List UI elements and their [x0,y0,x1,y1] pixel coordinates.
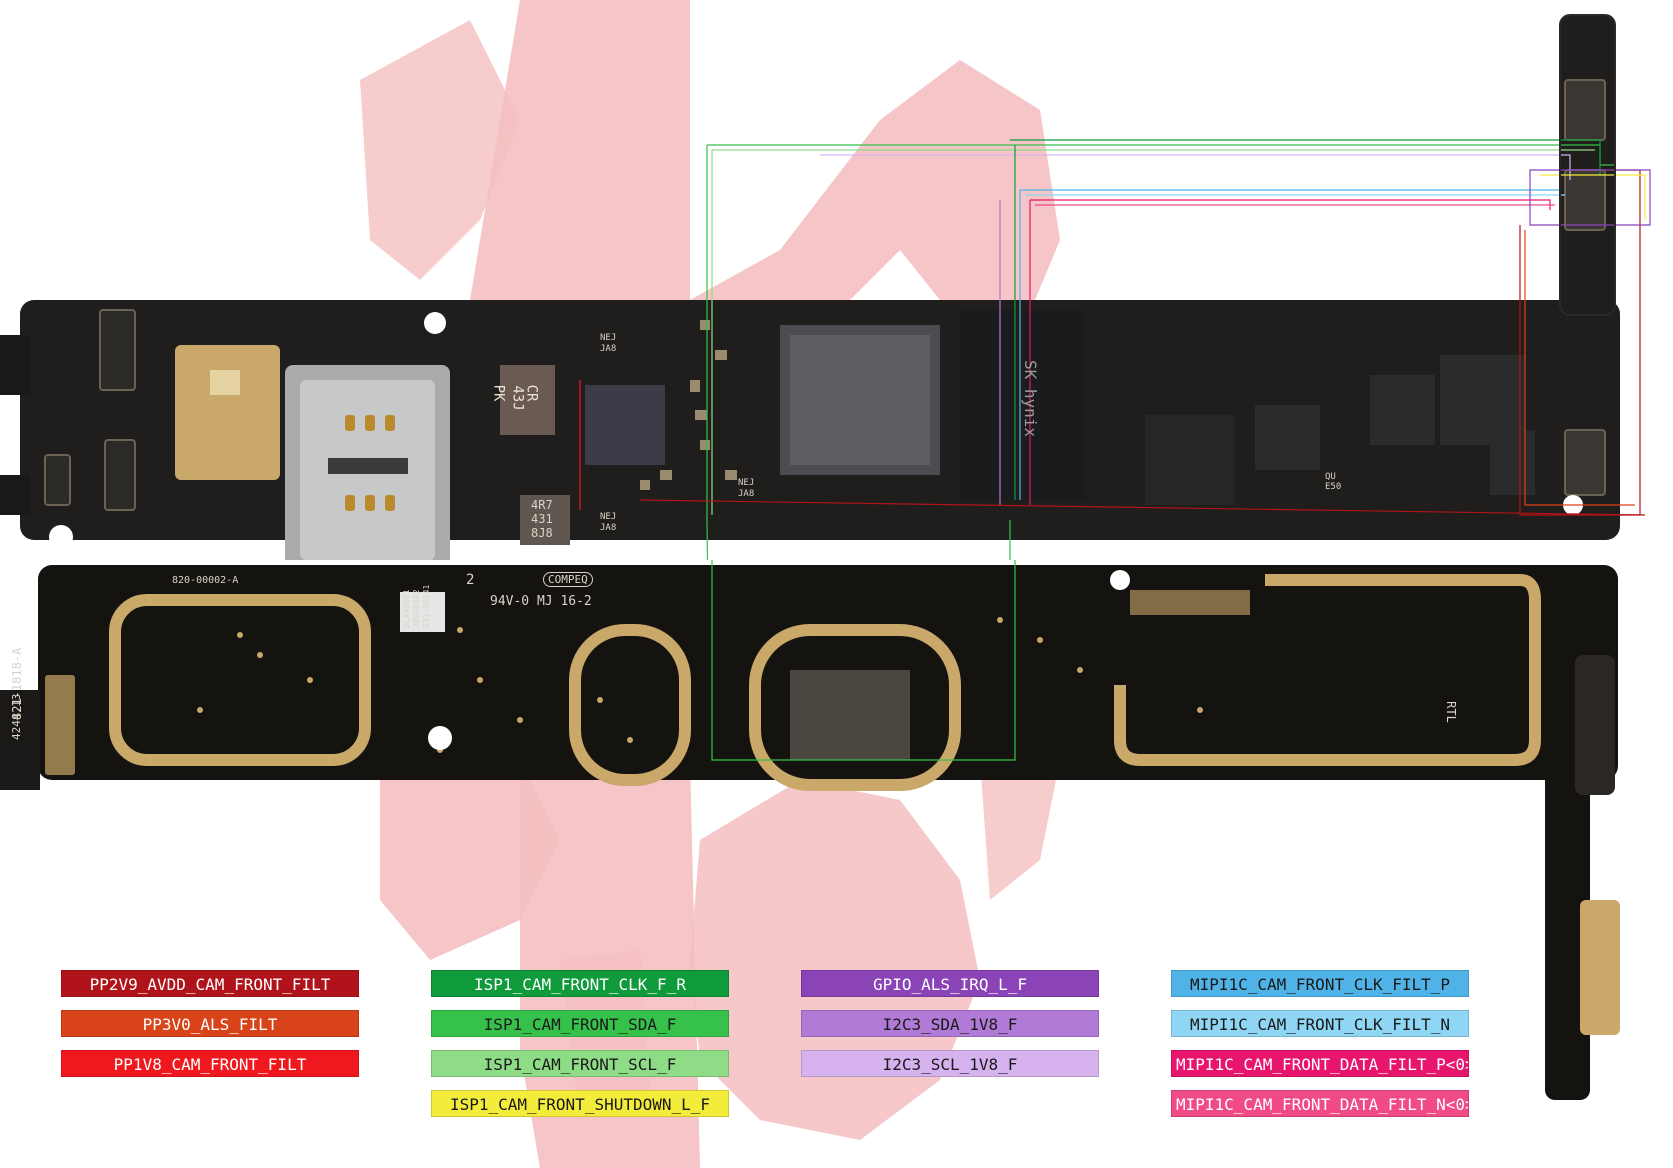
legend-label-clk-f-r: ISP1_CAM_FRONT_CLK_F_R [431,970,729,997]
nej-label-2: NEJ [738,478,755,488]
date-code: 2 [466,572,475,588]
legend-label-shutdown: ISP1_CAM_FRONT_SHUTDOWN_L_F [431,1090,729,1117]
legend-label-mipi-data-n: MIPI1C_CAM_FRONT_DATA_FILT_N<0> [1171,1090,1469,1117]
chip-label-2b: 431 [531,512,553,526]
legend-label-i2c-scl: I2C3_SCL_1V8_F [801,1050,1099,1077]
nej-label-2b: JA8 [738,489,755,499]
legend-label-mipi-clk-p: MIPI1C_CAM_FRONT_CLK_FILT_P [1171,970,1469,997]
qu-label: QU [1325,472,1336,482]
nej-label-1: NEJ [600,333,617,343]
e50-label: E50 [1325,482,1342,492]
serial-1: DLX43661 [402,589,411,628]
chip-label-1c: PK [490,384,507,402]
legend-label-pp3v0: PP3V0_ALS_FILT [61,1010,359,1037]
hynix-label: SK hynix [1021,360,1040,438]
chip-label-1a: CR [523,384,540,402]
serial-3: 631-00141 [422,584,431,628]
legend-label-i2c-sda: I2C3_SDA_1V8_F [801,1010,1099,1037]
main-board-top-side [0,14,1651,560]
flex-number: 4244.13 [10,693,23,740]
maker-logo: COMPEQ [543,572,593,587]
nej-label-1b: JA8 [600,344,617,354]
nej-label-3: NEJ [600,512,617,522]
legend-label-scl-f: ISP1_CAM_FRONT_SCL_F [431,1050,729,1077]
legend-label-mipi-data-p: MIPI1C_CAM_FRONT_DATA_FILT_P<0> [1171,1050,1469,1077]
nej-label-3b: JA8 [600,523,617,533]
legend-label-sda-f: ISP1_CAM_FRONT_SDA_F [431,1010,729,1037]
legend-label-mipi-clk-n: MIPI1C_CAM_FRONT_CLK_FILT_N [1171,1010,1469,1037]
part-number: 820-00002-A [172,575,239,586]
legend-label-pp1v8: PP1V8_CAM_FRONT_FILT [61,1050,359,1077]
chip-label-2c: 8J8 [531,526,553,540]
rtl-label: RTL [1443,701,1458,723]
chip-label-1b: 43J [509,385,526,411]
main-board-bottom-side [0,560,1620,1100]
serial-2: J8G0R0A2 [412,589,421,628]
legend-label-gpio-irq: GPIO_ALS_IRQ_L_F [801,970,1099,997]
chip-label-2a: 4R7 [531,498,553,512]
legend-label-pp2v9: PP2V9_AVDD_CAM_FRONT_FILT [61,970,359,997]
rating-text: 94V-0 MJ 16-2 [490,594,592,609]
